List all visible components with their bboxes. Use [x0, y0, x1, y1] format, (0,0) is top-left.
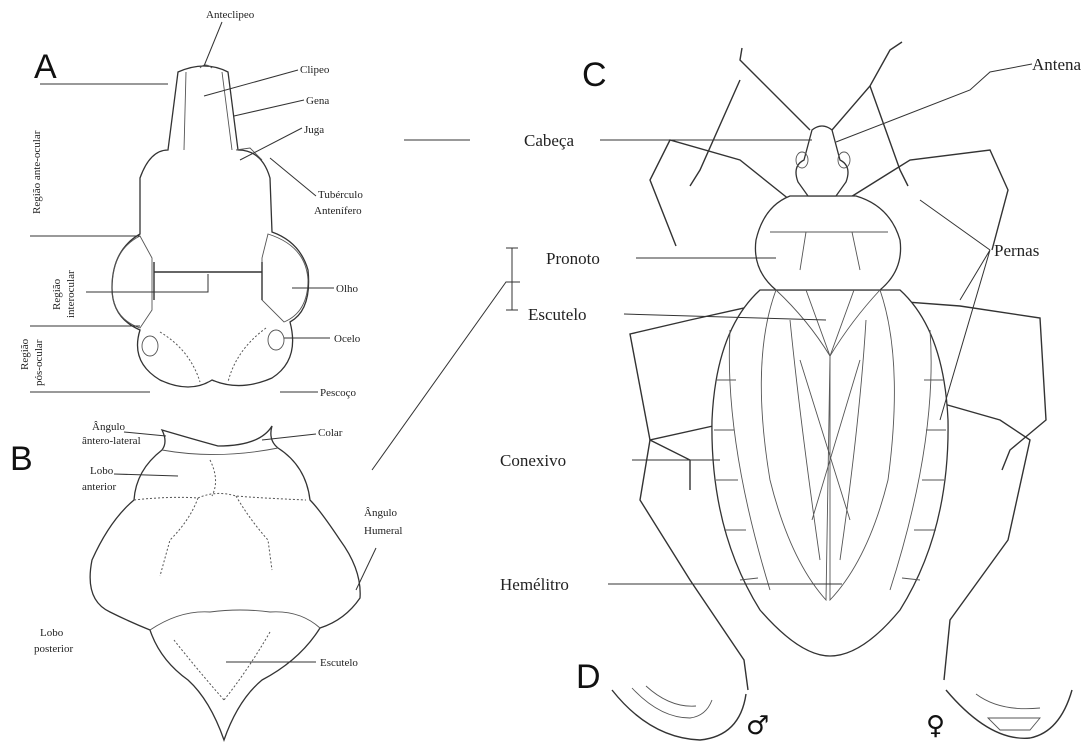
label-hemelitro: Hemélitro — [500, 575, 569, 594]
panel-c-letter: C — [582, 56, 607, 94]
label-angulo-humeral-2: Humeral — [364, 525, 402, 537]
head-c — [796, 126, 848, 196]
pronoto-shape — [755, 196, 900, 290]
label-lobo-posterior-1: Lobo — [40, 627, 64, 639]
head-outline — [112, 66, 309, 387]
label-antenifero: Antenífero — [314, 205, 362, 217]
left-antenna — [740, 48, 810, 130]
label-ocelo: Ocelo — [334, 333, 361, 345]
label-anteclipeo: Anteclipeo — [206, 9, 255, 21]
label-angulo-antero: Ângulo — [92, 421, 126, 433]
label-pronoto: Pronoto — [546, 249, 600, 268]
panel-c-insect: C A — [500, 42, 1082, 690]
panel-a-head: A Anteclipeo Clipeo Gena Juga T — [19, 9, 363, 399]
label-pernas: Pernas — [994, 241, 1039, 260]
panel-d-letter: D — [576, 658, 601, 696]
right-antenna — [832, 42, 902, 130]
label-colar: Colar — [318, 427, 343, 439]
label-juga: Juga — [304, 124, 324, 136]
male-abdomen-tip — [612, 690, 746, 740]
label-antena: Antena — [1032, 55, 1082, 74]
panel-d-genitalia: D ♂ ♀ — [576, 658, 1072, 741]
panel-b-pronotum: B Ângulo ântero-lateral Colar Lobo anter… — [10, 421, 402, 740]
male-symbol: ♂ — [746, 711, 769, 741]
label-cabeca: Cabeça — [524, 131, 574, 150]
panel-b-letter: B — [10, 440, 33, 478]
label-angulo-humeral-1: Ângulo — [364, 507, 398, 519]
label-regiao-interocular-1: Região — [51, 278, 63, 310]
label-conexivo: Conexivo — [500, 451, 566, 470]
connector-line — [372, 282, 520, 470]
label-pescoco: Pescoço — [320, 387, 357, 399]
label-clipeo: Clipeo — [300, 64, 330, 76]
label-gena: Gena — [306, 95, 329, 107]
label-lobo-posterior-2: posterior — [34, 643, 73, 655]
label-regiao-ante-ocular: Região ante-ocular — [31, 130, 43, 214]
female-symbol: ♀ — [926, 711, 945, 741]
label-escutelo-c: Escutelo — [528, 305, 587, 324]
label-lobo-anterior-2: anterior — [82, 481, 117, 493]
label-olho: Olho — [336, 283, 359, 295]
label-regiao-interocular-2: interocular — [65, 270, 77, 318]
label-tuberculo: Tubérculo — [318, 189, 363, 201]
label-regiao-pos-ocular-2: pós-ocular — [33, 339, 45, 386]
label-antero-lateral: ântero-lateral — [82, 435, 141, 447]
pronotum-outline — [90, 426, 360, 740]
female-abdomen-tip — [946, 690, 1072, 738]
label-escutelo-b: Escutelo — [320, 657, 358, 669]
panel-a-letter: A — [34, 48, 57, 86]
label-regiao-pos-ocular-1: Região — [19, 338, 31, 370]
label-lobo-anterior-1: Lobo — [90, 465, 114, 477]
